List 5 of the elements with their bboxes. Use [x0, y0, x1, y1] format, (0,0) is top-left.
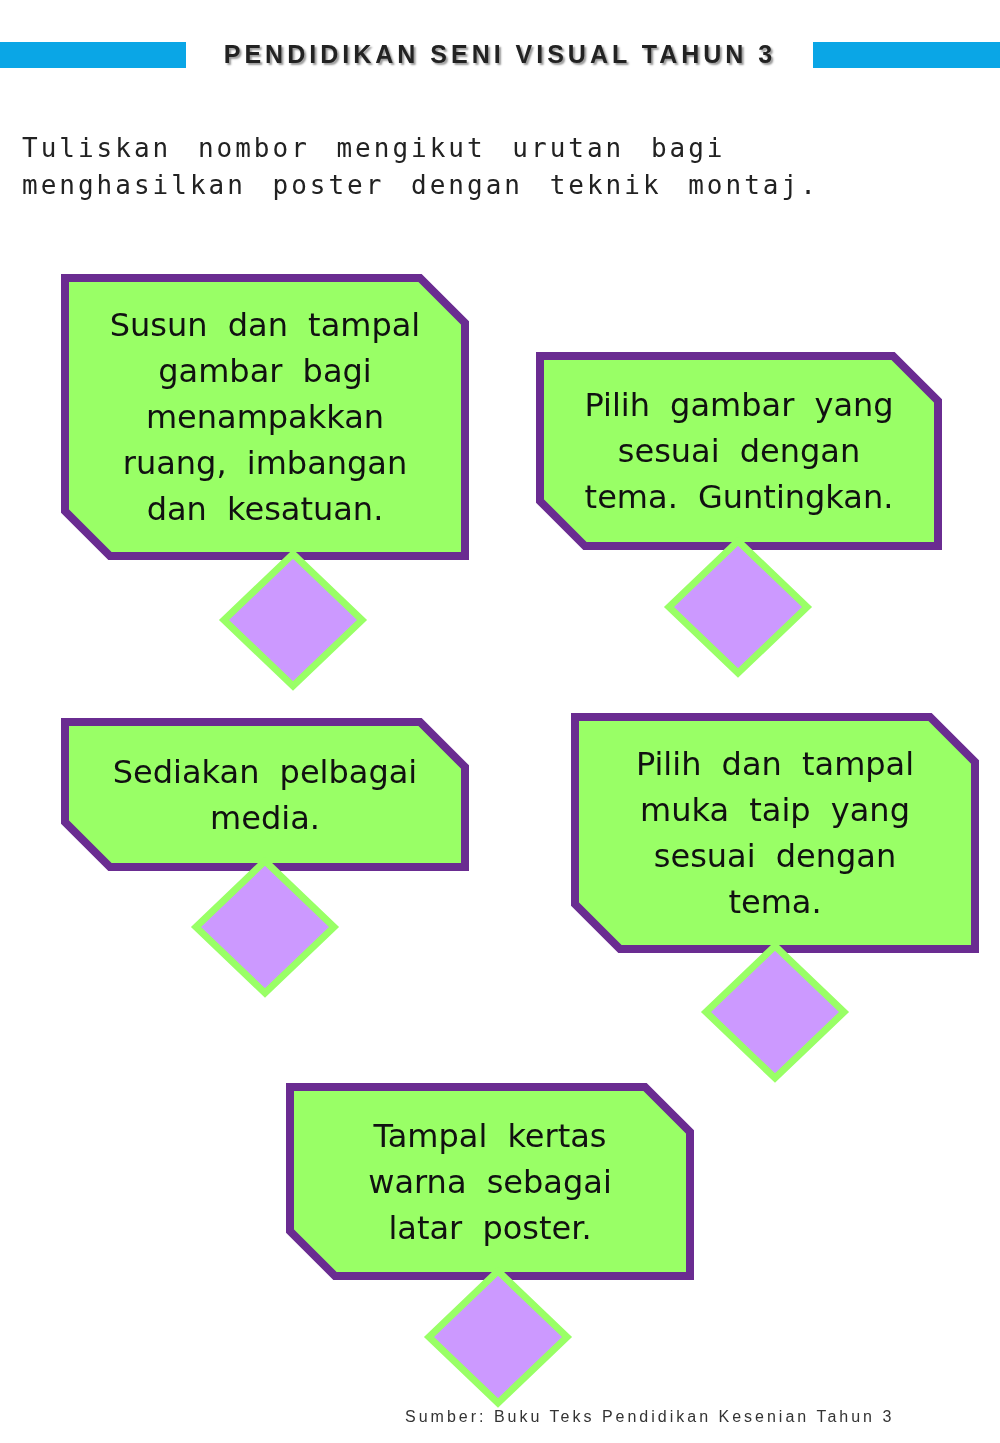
instruction-text: Tuliskan nombor mengikut urutan bagi menghasilkan poster dengan teknik montaj.: [22, 132, 820, 202]
source-note: Sumber: Buku Teks Pendidikan Kesenian Tahun 3: [405, 1408, 895, 1426]
answer-diamond: [702, 942, 848, 1082]
page-title: PENDIDIKAN SENI VISUAL TAHUN 3: [222, 40, 778, 69]
answer-diamond: [220, 550, 366, 690]
